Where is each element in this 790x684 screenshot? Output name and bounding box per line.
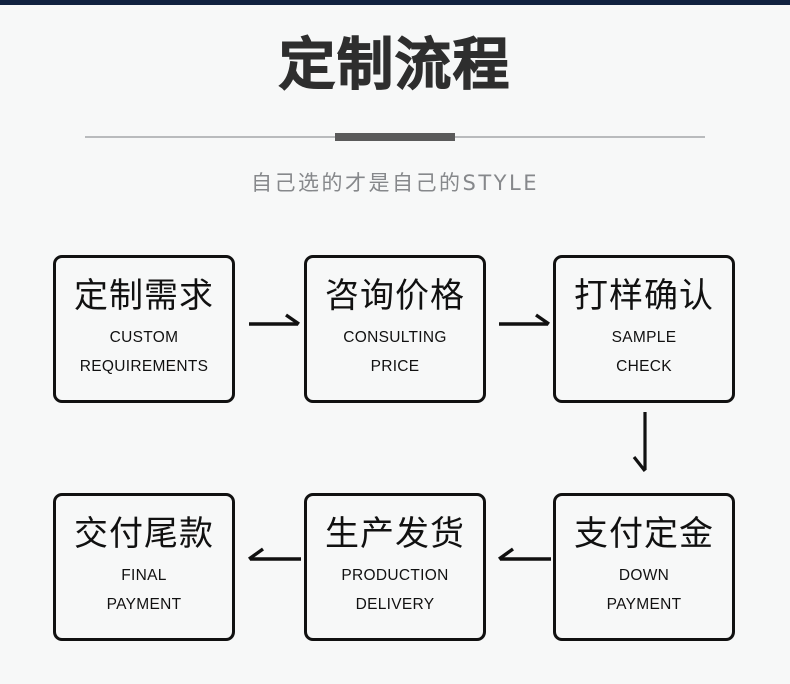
process-row-top: 定制需求 CUSTOM REQUIREMENTS 咨询价格 CONSULTING…: [0, 255, 790, 415]
arrow-down-icon-1: [618, 410, 674, 485]
process-flow-diagram: 定制需求 CUSTOM REQUIREMENTS 咨询价格 CONSULTING…: [0, 250, 790, 660]
process-row-bottom: 交付尾款 FINAL PAYMENT 生产发货 PRODUCTION DELIV…: [0, 493, 790, 653]
top-accent-bar: [0, 0, 790, 5]
arrow-left-icon-1: [244, 535, 304, 580]
step-title-cn: 交付尾款: [74, 514, 214, 555]
step-box-down-payment[interactable]: 支付定金 DOWN PAYMENT: [553, 493, 735, 641]
step-box-custom-requirements[interactable]: 定制需求 CUSTOM REQUIREMENTS: [53, 255, 235, 403]
step-title-cn: 支付定金: [574, 514, 714, 555]
arrow-left-icon-2: [494, 535, 554, 580]
title-divider-center: [335, 133, 455, 141]
step-title-en-line1: CUSTOM: [109, 329, 179, 347]
page-header: 定制流程: [0, 5, 790, 98]
step-title-cn: 咨询价格: [325, 276, 465, 317]
step-title-en-line2: DELIVERY: [355, 596, 435, 614]
page-subtitle: 自己选的才是自己的STYLE: [251, 171, 539, 195]
step-title-en-line2: REQUIREMENTS: [79, 358, 209, 376]
step-box-sample-check[interactable]: 打样确认 SAMPLE CHECK: [553, 255, 735, 403]
step-title-en-line2: PAYMENT: [606, 596, 682, 614]
step-title-cn: 定制需求: [74, 276, 214, 317]
step-box-production-delivery[interactable]: 生产发货 PRODUCTION DELIVERY: [304, 493, 486, 641]
step-title-en-line2: PAYMENT: [106, 596, 182, 614]
step-title-cn: 生产发货: [325, 514, 465, 555]
step-title-en-line2: CHECK: [616, 358, 672, 376]
page-title: 定制流程: [278, 33, 511, 98]
arrow-right-icon-2: [498, 300, 554, 345]
step-title-en-line1: SAMPLE: [611, 329, 677, 347]
step-title-en-line2: PRICE: [370, 358, 420, 376]
step-box-consulting-price[interactable]: 咨询价格 CONSULTING PRICE: [304, 255, 486, 403]
arrow-right-icon-1: [248, 300, 304, 345]
step-title-en-line1: PRODUCTION: [341, 567, 449, 585]
step-title-cn: 打样确认: [574, 276, 714, 317]
step-box-final-payment[interactable]: 交付尾款 FINAL PAYMENT: [53, 493, 235, 641]
step-title-en-line1: CONSULTING: [343, 329, 447, 347]
step-title-en-line1: FINAL: [121, 567, 167, 585]
title-divider: [85, 133, 705, 141]
step-title-en-line1: DOWN: [618, 567, 670, 585]
